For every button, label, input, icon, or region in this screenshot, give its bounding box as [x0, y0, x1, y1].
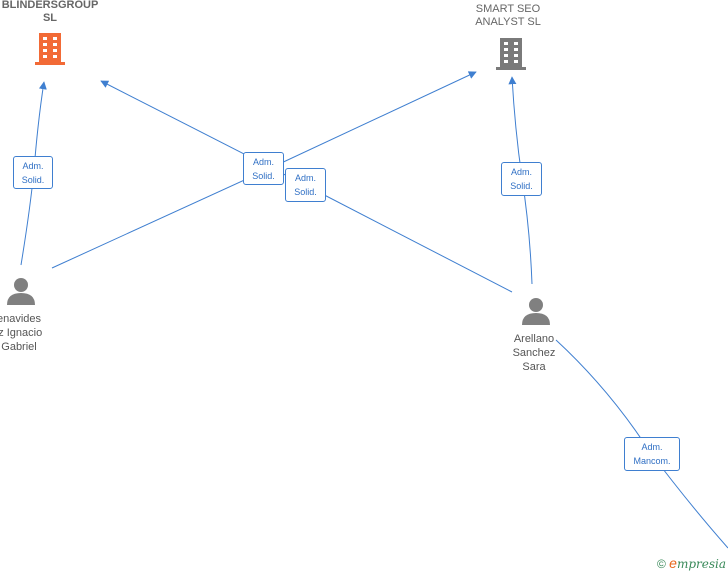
company-name-smartseo[interactable]: SMART SEO ANALYST SL	[475, 3, 541, 28]
role-label-adm-solid[interactable]: Adm. Solid.	[13, 156, 53, 189]
role-label-adm-solid[interactable]: Adm. Solid.	[501, 162, 542, 196]
person-icon[interactable]	[7, 278, 35, 305]
building-icon[interactable]	[496, 38, 526, 70]
footer-brand[interactable]: © empresia	[657, 555, 726, 571]
building-icon[interactable]	[35, 33, 65, 65]
company-name-blinders[interactable]: BLINDERSGROUP SL	[1, 0, 99, 24]
role-label-adm-mancom[interactable]: Adm. Mancom.	[624, 437, 680, 471]
brand-logo-e: e	[669, 555, 677, 571]
person-name-benavides[interactable]: enavides iz Ignacio Gabriel	[0, 313, 43, 353]
role-label-adm-solid[interactable]: Adm. Solid.	[285, 168, 326, 202]
person-icon[interactable]	[522, 298, 550, 325]
brand-name: mpresia	[676, 557, 726, 571]
edges	[20, 71, 728, 549]
copyright-icon: ©	[656, 557, 666, 571]
person-name-arellano[interactable]: Arellano Sanchez Sara	[512, 333, 556, 373]
role-label-adm-solid[interactable]: Adm. Solid.	[243, 152, 284, 185]
